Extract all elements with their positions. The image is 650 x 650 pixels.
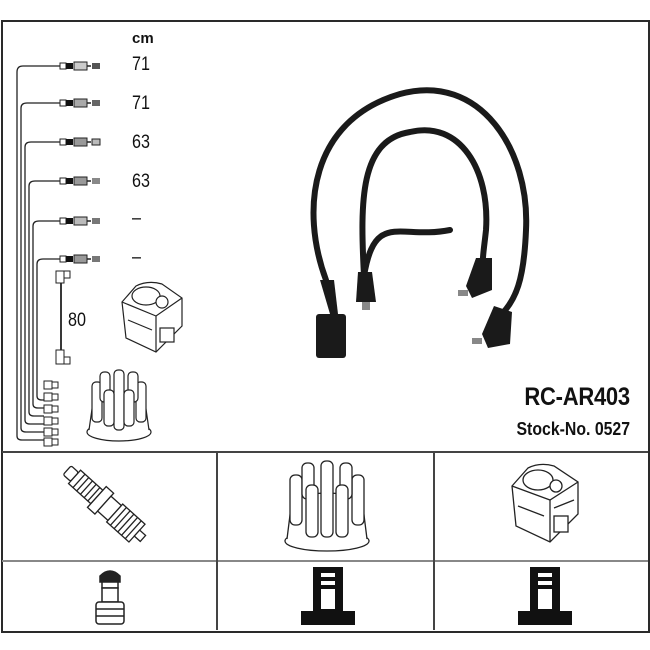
distributor-cap-icon [86, 369, 152, 442]
spark-plug-icon [63, 465, 147, 543]
divider-horizontal-bottom [2, 560, 648, 562]
lead-length-5: – [132, 208, 141, 229]
spark-plug-terminal-icon [95, 570, 125, 625]
diagram-frame [1, 20, 650, 633]
coil-lead-length: 80 [68, 310, 86, 331]
lead-length-2: 71 [132, 93, 150, 114]
distributor-cap-terminal-icon [301, 567, 355, 625]
ignition-coil-icon [121, 281, 183, 353]
ignition-cable-set-icon [310, 87, 530, 358]
divider-horizontal-top [2, 451, 648, 453]
lead-length-6: – [132, 247, 141, 268]
distributor-cap-large-icon [284, 460, 370, 552]
ignition-coil-terminal-icon [518, 567, 572, 625]
ignition-coil-large-icon [511, 463, 579, 543]
length-unit-label: cm [132, 30, 154, 47]
stock-number: Stock-No. 0527 [516, 419, 630, 439]
divider-vertical-right [433, 452, 435, 630]
lead-length-3: 63 [132, 132, 150, 153]
lead-length-1: 71 [132, 54, 150, 75]
part-number: RC-AR403 [524, 383, 631, 411]
divider-vertical-left [216, 452, 218, 630]
lead-length-4: 63 [132, 171, 150, 192]
